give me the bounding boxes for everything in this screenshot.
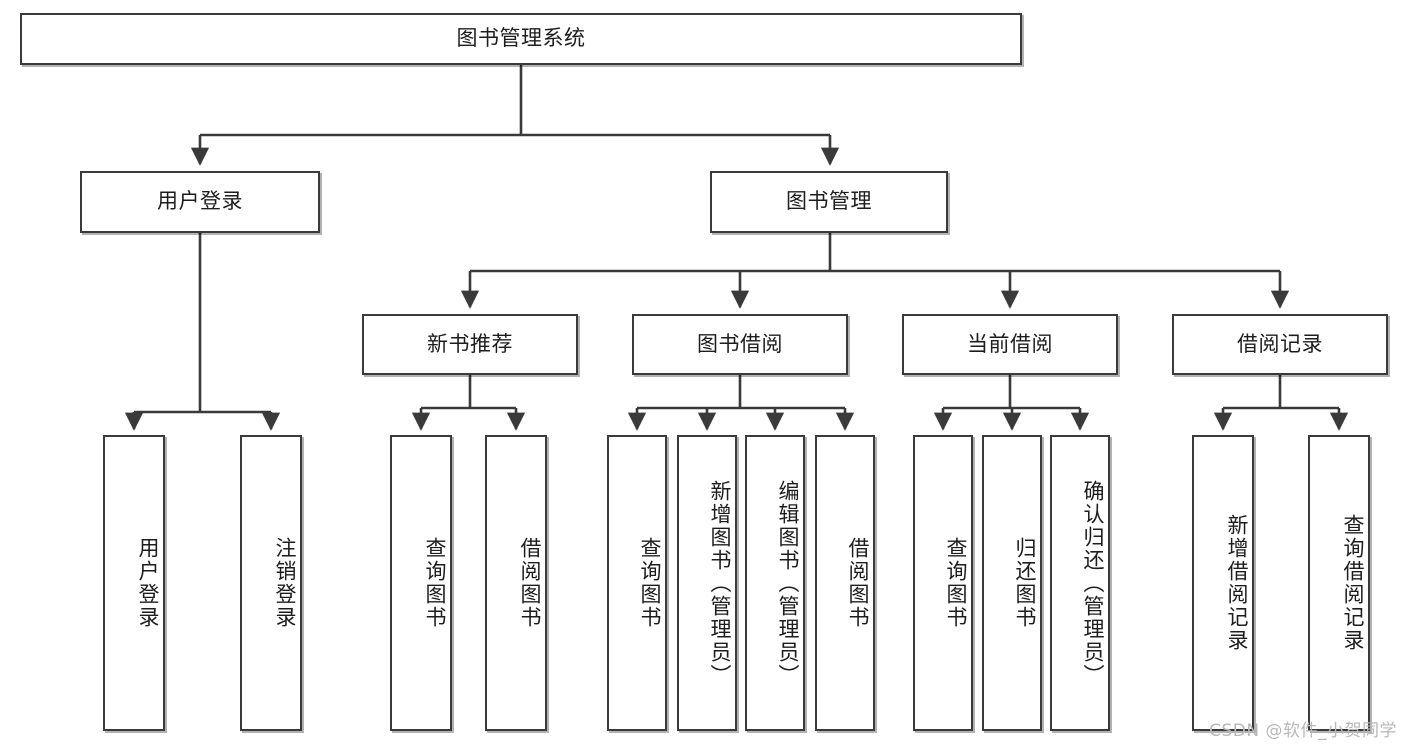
leaf-label: 查询图书 [423,537,447,629]
leaf-label: 编辑图书（管理员） [776,479,800,687]
leaf-label: 借阅图书 [846,537,870,629]
leaf-label: 查询借阅记录 [1341,514,1365,652]
leaf-query-books-new[interactable]: 查询图书 [390,435,452,731]
leaf-label: 借阅图书 [518,537,542,629]
node-new-book-recommend[interactable]: 新书推荐 [362,314,578,375]
node-root-label: 图书管理系统 [456,26,586,51]
node-borrow-records-label: 借阅记录 [1237,331,1323,356]
node-book-management-label: 图书管理 [786,189,872,214]
leaf-label: 新增图书（管理员） [708,479,732,687]
node-current-borrow-label: 当前借阅 [967,331,1053,356]
node-book-borrow[interactable]: 图书借阅 [632,314,848,375]
leaf-label: 注销登录 [273,537,297,629]
node-new-book-recommend-label: 新书推荐 [427,331,513,356]
leaf-query-borrow-record[interactable]: 查询借阅记录 [1308,435,1370,731]
leaf-add-borrow-record[interactable]: 新增借阅记录 [1192,435,1254,731]
leaf-add-book-admin[interactable]: 新增图书（管理员） [677,435,737,731]
leaf-return-book[interactable]: 归还图书 [982,435,1042,731]
node-user-login[interactable]: 用户登录 [80,171,320,233]
leaf-edit-book-admin[interactable]: 编辑图书（管理员） [745,435,805,731]
leaf-user-login[interactable]: 用户登录 [103,435,165,731]
csdn-watermark: CSDN @软件_小贺同学 [1209,721,1397,741]
node-current-borrow[interactable]: 当前借阅 [902,314,1118,375]
leaf-label: 查询图书 [638,537,662,629]
leaf-query-books-borrow[interactable]: 查询图书 [607,435,667,731]
leaf-query-books-current[interactable]: 查询图书 [913,435,973,731]
leaf-borrow-books-new[interactable]: 借阅图书 [485,435,547,731]
leaf-label: 查询图书 [944,537,968,629]
leaf-label: 用户登录 [136,537,160,629]
node-book-borrow-label: 图书借阅 [697,331,783,356]
leaf-borrow-book[interactable]: 借阅图书 [815,435,875,731]
node-book-management[interactable]: 图书管理 [710,171,948,233]
node-root[interactable]: 图书管理系统 [20,13,1022,65]
leaf-label: 归还图书 [1013,537,1037,629]
leaf-label: 新增借阅记录 [1225,514,1249,652]
leaf-logout[interactable]: 注销登录 [240,435,302,731]
leaf-confirm-return-admin[interactable]: 确认归还（管理员） [1050,435,1110,731]
leaf-label: 确认归还（管理员） [1081,479,1105,687]
node-borrow-records[interactable]: 借阅记录 [1172,314,1388,375]
node-user-login-label: 用户登录 [157,189,243,214]
